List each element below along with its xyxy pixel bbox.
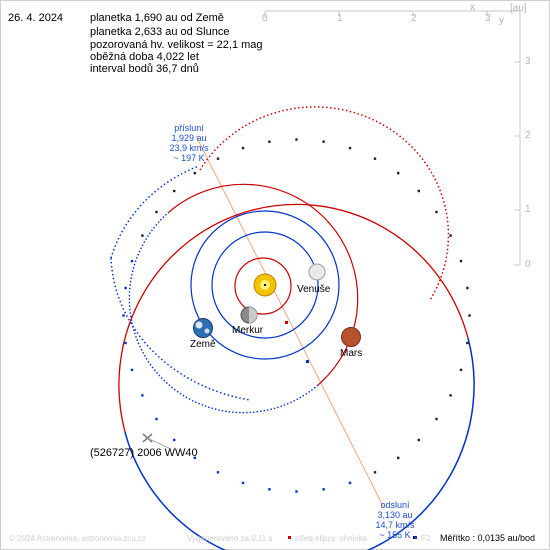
orbit-point-marker xyxy=(268,488,271,491)
x-tick-1: 1 xyxy=(337,13,343,24)
y-tick-2: 2 xyxy=(525,130,531,141)
orbit-point-marker xyxy=(155,417,158,421)
y-tick-0: 0 xyxy=(525,259,531,270)
orbit-point-marker xyxy=(241,146,245,150)
mars-label: Mars xyxy=(340,348,363,359)
orbit-point-marker xyxy=(466,341,469,345)
info-interval: interval bodů 36,7 dnů xyxy=(90,63,199,75)
orbit-point-marker xyxy=(193,456,196,460)
perihelion-label: přísluní 1,929 au 23,9 km/s ~ 197 K xyxy=(166,123,212,163)
earth-label: Země xyxy=(190,339,216,350)
footer-legend-ellipse: střed elipsy, ohniska xyxy=(295,534,367,543)
axis-unit: [au] xyxy=(510,3,527,14)
aphelion-title: odsluní xyxy=(380,500,410,510)
orbit-point-marker xyxy=(130,259,134,263)
orbit-point-marker xyxy=(397,171,400,175)
date-label: 26. 4. 2024 xyxy=(8,12,64,24)
footer-generated: Vygenerováno za 0,11 s xyxy=(187,534,273,543)
info-distance-earth: planetka 1,690 au od Země xyxy=(90,12,224,24)
orbit-point-marker xyxy=(155,210,158,214)
mars-orbit xyxy=(128,183,359,414)
earth-orbit xyxy=(190,210,340,360)
legend-blue-square xyxy=(414,536,417,539)
footer-copyright: © 2024 Astronomia, astronomia.zcu.cz xyxy=(9,534,147,543)
sun xyxy=(253,273,277,297)
aphelion-label: odsluní 3,130 au 14,7 km/s ~ 155 K xyxy=(372,500,418,540)
orbit-point-marker xyxy=(141,234,144,237)
orbit-point-marker xyxy=(449,234,452,237)
orbit-point-marker xyxy=(124,341,127,345)
asteroid-label: (526727) 2006 WW40 xyxy=(90,447,198,459)
x-tick-0: 0 xyxy=(262,13,268,24)
orbit-point-marker xyxy=(459,368,463,372)
orbit-point-marker xyxy=(173,438,176,442)
orbit-point-marker xyxy=(466,286,469,290)
orbit-point-marker xyxy=(295,490,298,493)
orbit-point-marker xyxy=(348,481,352,485)
legend-red-square xyxy=(288,536,291,539)
orbit-point-marker xyxy=(130,368,134,372)
orbit-point-marker xyxy=(435,417,438,421)
x-tick-3: 3 xyxy=(485,13,491,24)
orbit-point-marker xyxy=(122,314,125,317)
asteroid-orbit xyxy=(110,106,475,550)
info-period: oběžná doba 4,022 let xyxy=(90,51,199,63)
orbit-point-marker xyxy=(173,189,176,193)
x-axis-letter: x xyxy=(470,2,475,13)
orbit-point-marker xyxy=(417,438,420,442)
venus-orbit xyxy=(211,231,319,339)
orbit-point-marker xyxy=(435,210,438,214)
orbit-point-marker xyxy=(468,314,471,317)
scale-label: Měřítko : 0,0135 au/bod xyxy=(440,533,536,543)
orbit-point-marker xyxy=(241,481,245,485)
orbit-point-marker xyxy=(124,286,127,290)
orbit-point-marker xyxy=(322,488,325,491)
info-magnitude: pozorovaná hv. velikost = 22,1 mag xyxy=(90,39,263,51)
perihelion-temperature: ~ 197 K xyxy=(173,153,205,163)
orbit-point-marker xyxy=(193,171,196,175)
apsis-line xyxy=(195,135,385,509)
orbit-point-marker xyxy=(397,456,400,460)
orbit-point-marker xyxy=(322,140,325,143)
footer-legend-f2: F2 xyxy=(421,534,431,543)
orbit-point-marker xyxy=(449,394,452,397)
mars-planet xyxy=(341,327,361,347)
earth-planet xyxy=(193,318,213,338)
orbit-point-marker xyxy=(373,157,377,160)
orbit-point-marker xyxy=(459,259,463,263)
mercury-orbit xyxy=(234,257,292,315)
orbit-point-marker xyxy=(295,138,298,141)
orbit-point-marker xyxy=(348,146,352,150)
orbit-point-marker xyxy=(141,394,144,397)
axis-frame xyxy=(264,10,521,266)
perihelion-distance: 1,929 au xyxy=(171,133,207,143)
orbit-point-marker xyxy=(417,189,420,193)
asteroid-label-pointer xyxy=(146,437,172,450)
mercury-planet xyxy=(240,306,258,324)
venus-label: Venuše xyxy=(297,284,331,295)
orbit-point-marker xyxy=(216,157,220,160)
aphelion-distance: 3,130 au xyxy=(377,510,413,520)
orbit-point-marker xyxy=(268,140,271,143)
orbit-point-marker xyxy=(373,471,377,474)
x-tick-2: 2 xyxy=(411,13,417,24)
info-distance-sun: planetka 2,633 au od Slunce xyxy=(90,26,230,38)
aphelion-temperature: ~ 155 K xyxy=(379,530,411,540)
perihelion-title: přísluní xyxy=(174,123,204,133)
focus2-marker xyxy=(306,360,309,363)
aphelion-speed: 14,7 km/s xyxy=(375,520,415,530)
ellipse-center-marker xyxy=(285,321,288,324)
y-tick-1: 1 xyxy=(525,204,531,215)
venus-planet xyxy=(308,263,326,281)
orbit-point-markers xyxy=(122,138,471,493)
y-axis-letter: y xyxy=(499,15,504,26)
perihelion-speed: 23,9 km/s xyxy=(169,143,209,153)
mercury-label: Merkur xyxy=(232,325,264,336)
y-tick-3: 3 xyxy=(525,56,531,67)
orbit-point-marker xyxy=(216,471,220,474)
